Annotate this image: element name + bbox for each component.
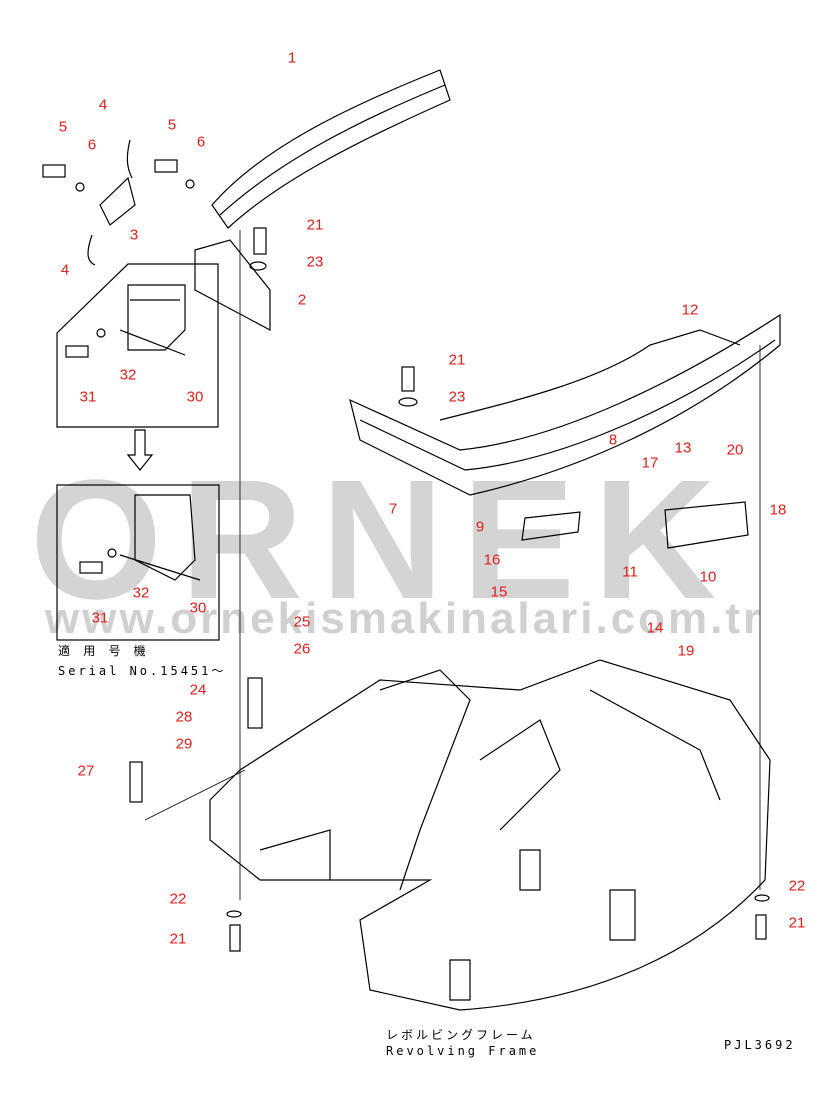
part-10 [664,501,749,549]
callout-13: 13 [674,439,692,457]
callout-4: 4 [98,96,108,114]
callout-29: 29 [175,735,193,753]
callout-22: 22 [788,877,806,895]
part-7-counterweight [349,313,781,496]
callout-23: 23 [448,388,466,406]
callout-7: 7 [388,500,398,518]
callout-14: 14 [646,619,664,637]
title-en: Revolving Frame [386,1044,540,1058]
callout-31: 31 [91,609,109,627]
serial-note-jp: 適 用 号 機 [58,644,149,658]
callout-6: 6 [87,136,97,154]
callout-12: 12 [681,301,699,319]
callout-19: 19 [677,642,695,660]
callout-20: 20 [726,441,744,459]
callout-30: 30 [189,599,207,617]
callout-4: 4 [60,261,70,279]
callout-15: 15 [490,583,508,601]
callout-24: 24 [189,681,207,699]
callout-21: 21 [169,930,187,948]
callout-26: 26 [293,640,311,658]
inset-box-2 [56,484,220,641]
callout-10: 10 [699,568,717,586]
callout-21: 21 [788,914,806,932]
title-jp: レボルビングフレーム [386,1028,536,1042]
callout-3: 3 [129,226,139,244]
part-1-rail [211,69,451,229]
callout-5: 5 [167,116,177,134]
callout-22: 22 [169,890,187,908]
callout-18: 18 [769,501,787,519]
serial-note-en: Serial No.15451～ [58,664,227,678]
watermark-url: www.ornekismakinalari.com.tr [45,594,764,643]
part-2-bracket [194,239,271,331]
callout-1: 1 [287,49,297,67]
callout-32: 32 [132,584,150,602]
inset-box-1 [56,263,219,428]
callout-21: 21 [306,216,324,234]
callout-16: 16 [483,551,501,569]
callout-32: 32 [119,366,137,384]
watermark-brand: ORNEK [30,445,734,635]
drawing-number: PJL3692 [724,1038,796,1052]
callout-28: 28 [175,708,193,726]
part-9 [521,511,581,541]
revolving-frame [209,659,771,1011]
callout-30: 30 [186,388,204,406]
callout-27: 27 [77,762,95,780]
callout-9: 9 [475,518,485,536]
callout-21: 21 [448,351,466,369]
callout-8: 8 [608,431,618,449]
down-arrow [126,429,154,471]
callout-31: 31 [79,388,97,406]
part-3-plate [99,176,136,226]
callout-17: 17 [641,454,659,472]
callout-25: 25 [293,613,311,631]
callout-5: 5 [58,118,68,136]
callout-23: 23 [306,253,324,271]
part-12 [439,329,741,421]
callout-2: 2 [297,291,307,309]
callout-11: 11 [622,563,638,581]
callout-6: 6 [196,133,206,151]
